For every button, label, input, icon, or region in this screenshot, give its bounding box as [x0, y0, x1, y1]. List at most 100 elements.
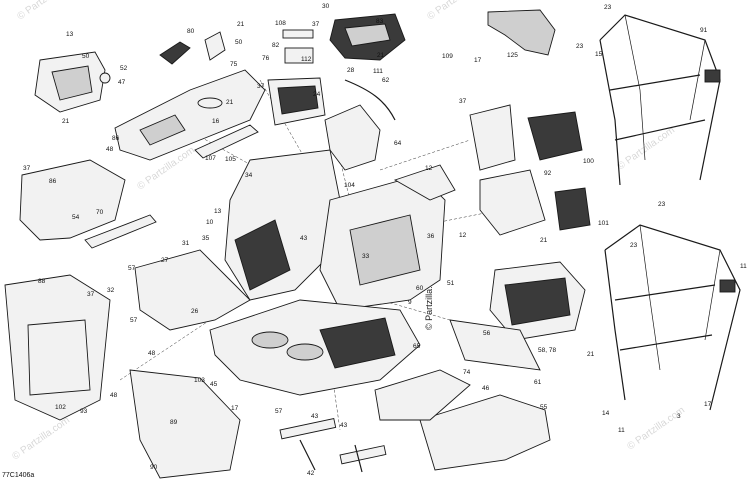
lower-left-panel [129, 369, 241, 479]
callout-c12a: 12 [425, 165, 433, 172]
callout-c74: 74 [463, 369, 471, 376]
callout-c13a: 13 [66, 31, 74, 38]
callout-c65: 65 [413, 343, 421, 350]
callout-c13b: 13 [214, 208, 222, 215]
callout-c37b: 37 [257, 83, 265, 90]
air-intake-grilles [527, 111, 591, 231]
callout-c109: 109 [442, 53, 453, 60]
callout-c35: 35 [202, 235, 210, 242]
callout-c61: 61 [534, 379, 542, 386]
callout-c43a: 43 [311, 413, 319, 420]
callout-c23b: 23 [576, 43, 584, 50]
callout-c17a: 17 [474, 57, 482, 64]
callout-c47: 47 [118, 79, 126, 86]
callout-c88: 88 [38, 278, 46, 285]
roof-cover [487, 9, 556, 56]
callout-c24: 24 [313, 91, 321, 98]
watermark-text: © Partzilla.com [615, 125, 677, 173]
dash-console [114, 69, 266, 161]
cargo-duct [449, 261, 586, 371]
callout-c21f: 21 [540, 237, 548, 244]
callout-c32: 32 [107, 287, 115, 294]
callout-c62: 62 [382, 77, 390, 84]
watermark-text: © Partzilla.com [15, 0, 77, 22]
rops-cage-upper [599, 14, 721, 186]
callout-c80: 80 [187, 28, 195, 35]
callout-c64: 64 [394, 140, 402, 147]
callout-c60: 60 [416, 285, 424, 292]
callout-c75: 75 [230, 61, 238, 68]
callout-c125: 125 [507, 52, 518, 59]
callout-c43c: 43 [300, 235, 308, 242]
callout-c31: 31 [182, 240, 190, 247]
watermark-text: © Partzilla.com [425, 0, 487, 22]
callout-c100: 100 [583, 158, 594, 165]
callout-c48b: 48 [110, 392, 118, 399]
floor-tub [134, 249, 421, 396]
firewall-panel [469, 104, 546, 236]
watermark-text-center: © Partzilla.com [424, 269, 434, 330]
callout-c17c: 17 [231, 405, 239, 412]
main-frame [224, 149, 456, 311]
diagram-code: 77C1406a [2, 472, 35, 479]
callout-c51: 51 [447, 280, 455, 287]
callout-c89: 89 [170, 419, 178, 426]
callout-c50a: 50 [82, 53, 90, 60]
callout-c21e: 21 [587, 351, 595, 358]
callout-c54: 54 [72, 214, 80, 221]
grab-handle [159, 31, 226, 65]
callout-c37e: 37 [87, 291, 95, 298]
callout-c33: 33 [362, 253, 370, 260]
callout-c76: 76 [262, 55, 270, 62]
callout-c21a: 21 [62, 118, 70, 125]
callout-c16: 16 [212, 118, 220, 125]
callout-c91: 91 [700, 27, 708, 34]
callout-c28: 28 [347, 67, 355, 74]
callout-c57b: 57 [130, 317, 138, 324]
watermark-text: © Partzilla.com [10, 415, 72, 463]
callout-c105: 105 [225, 156, 236, 163]
callout-c42: 42 [307, 470, 315, 477]
callout-c21b: 21 [237, 21, 245, 28]
callout-c108: 108 [275, 20, 286, 27]
callout-c21c: 21 [226, 99, 234, 106]
callout-c92: 92 [544, 170, 552, 177]
callout-c11b: 11 [618, 427, 625, 434]
callout-c15: 15 [595, 51, 603, 58]
callout-c37c: 37 [459, 98, 467, 105]
callout-c45: 45 [210, 381, 218, 388]
left-side-panel [4, 274, 111, 421]
callout-c46: 46 [482, 385, 490, 392]
callout-c23d: 23 [630, 242, 638, 249]
callout-c3: 3 [677, 413, 681, 420]
callout-c12b: 12 [459, 232, 467, 239]
callout-c9: 9 [408, 299, 412, 306]
callout-c103: 103 [194, 377, 205, 384]
callout-c55: 55 [540, 404, 548, 411]
callout-c93: 93 [80, 408, 88, 415]
storage-tray [329, 13, 406, 61]
callout-c36: 36 [427, 233, 435, 240]
callout-c57a: 57 [128, 265, 136, 272]
callout-c10: 10 [206, 219, 214, 226]
callout-c21d: 21 [377, 52, 385, 59]
callout-c17b: 17 [704, 401, 712, 408]
steering-support [324, 79, 396, 171]
callout-c23c: 23 [658, 201, 666, 208]
callout-c83: 83 [376, 18, 384, 25]
callout-c48a: 48 [106, 146, 114, 153]
callout-c70: 70 [96, 209, 104, 216]
callout-c56: 56 [483, 330, 491, 337]
callout-c50b: 50 [235, 39, 243, 46]
callout-c101: 101 [598, 220, 609, 227]
rops-cage-lower [604, 224, 741, 411]
callout-c90: 90 [150, 464, 158, 471]
callout-c30: 30 [322, 3, 330, 10]
seat-rails [279, 418, 387, 473]
callout-c57c: 57 [275, 408, 283, 415]
callout-c26: 26 [191, 308, 199, 315]
callout-c48c: 48 [148, 350, 156, 357]
callout-c37a: 37 [312, 21, 320, 28]
